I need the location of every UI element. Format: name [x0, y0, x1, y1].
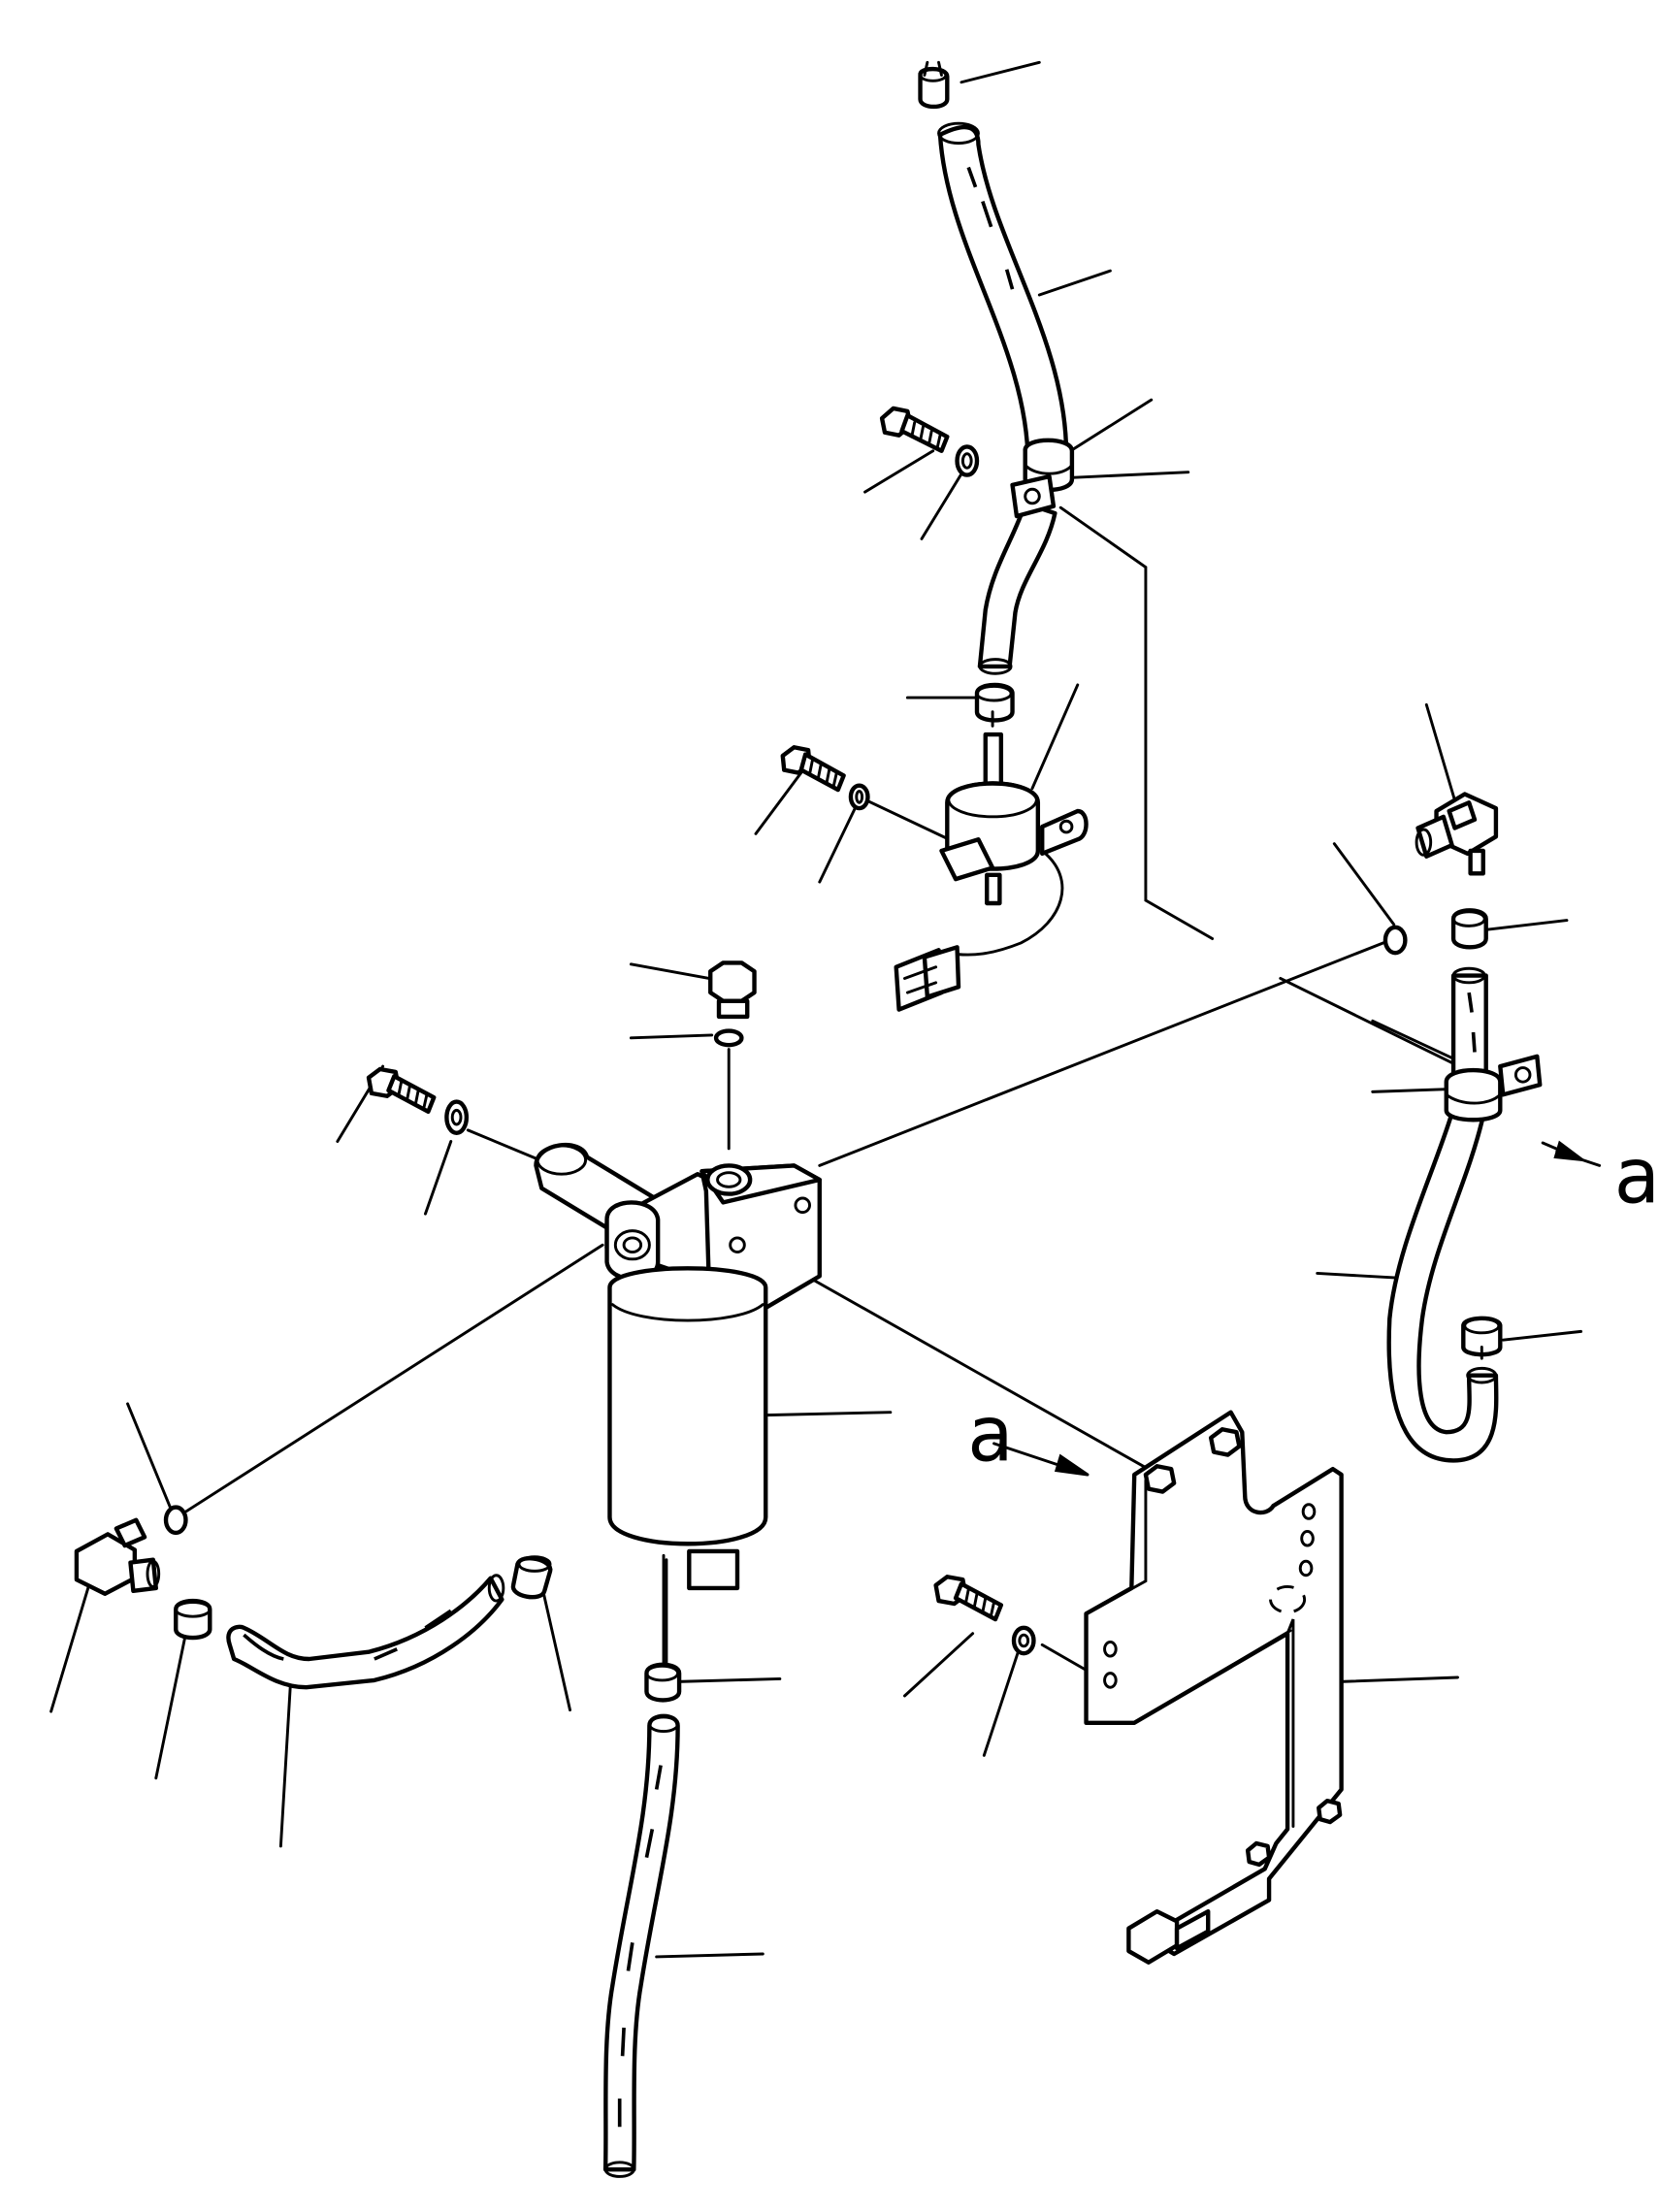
- hose-clip: [1010, 438, 1075, 519]
- hose-right: [1386, 966, 1499, 1463]
- washer-bracket: [1011, 1625, 1036, 1656]
- plug: [708, 960, 757, 1020]
- hose-clamp-left: [174, 1598, 212, 1641]
- view-arrow-bracket: a: [967, 1389, 1089, 1479]
- elbow-right: [1415, 792, 1499, 876]
- hose-left: [226, 1574, 505, 1690]
- hose-clamp-left-2: [510, 1555, 553, 1600]
- connector: [894, 945, 961, 1012]
- bracket: [1084, 1410, 1344, 1965]
- o-ring-right: [1382, 925, 1408, 956]
- view-marker-label-bracket: a: [967, 1389, 1014, 1479]
- bolt-upper: [879, 406, 950, 453]
- hose-clip-right: [1444, 1054, 1543, 1122]
- bolt-pump: [780, 745, 846, 793]
- clip-band: [1024, 463, 1074, 475]
- hose-lower: [602, 1713, 680, 2178]
- hose-upper: [937, 121, 1069, 675]
- fuel-pump: [939, 732, 1089, 957]
- elbow-left: [74, 1517, 161, 1596]
- hose-clamp-top: [918, 60, 950, 110]
- washer-filter: [444, 1099, 470, 1135]
- o-ring-left: [163, 1505, 188, 1536]
- bolt-filter: [366, 1066, 437, 1115]
- bolt-bracket: [933, 1575, 1004, 1622]
- view-marker-label-right: a: [1613, 1131, 1659, 1220]
- view-arrow-right: a: [1541, 1131, 1659, 1220]
- hose-clamp-right-lower: [1461, 1316, 1503, 1360]
- hose-clamp-pump: [974, 682, 1015, 728]
- washer-upper: [955, 444, 980, 477]
- o-ring: [713, 1028, 744, 1048]
- fuel-filter: [607, 1266, 768, 1675]
- hose-clamp-right: [1450, 908, 1488, 950]
- washer-pump: [848, 783, 870, 811]
- hose-clamp-lower: [644, 1662, 682, 1703]
